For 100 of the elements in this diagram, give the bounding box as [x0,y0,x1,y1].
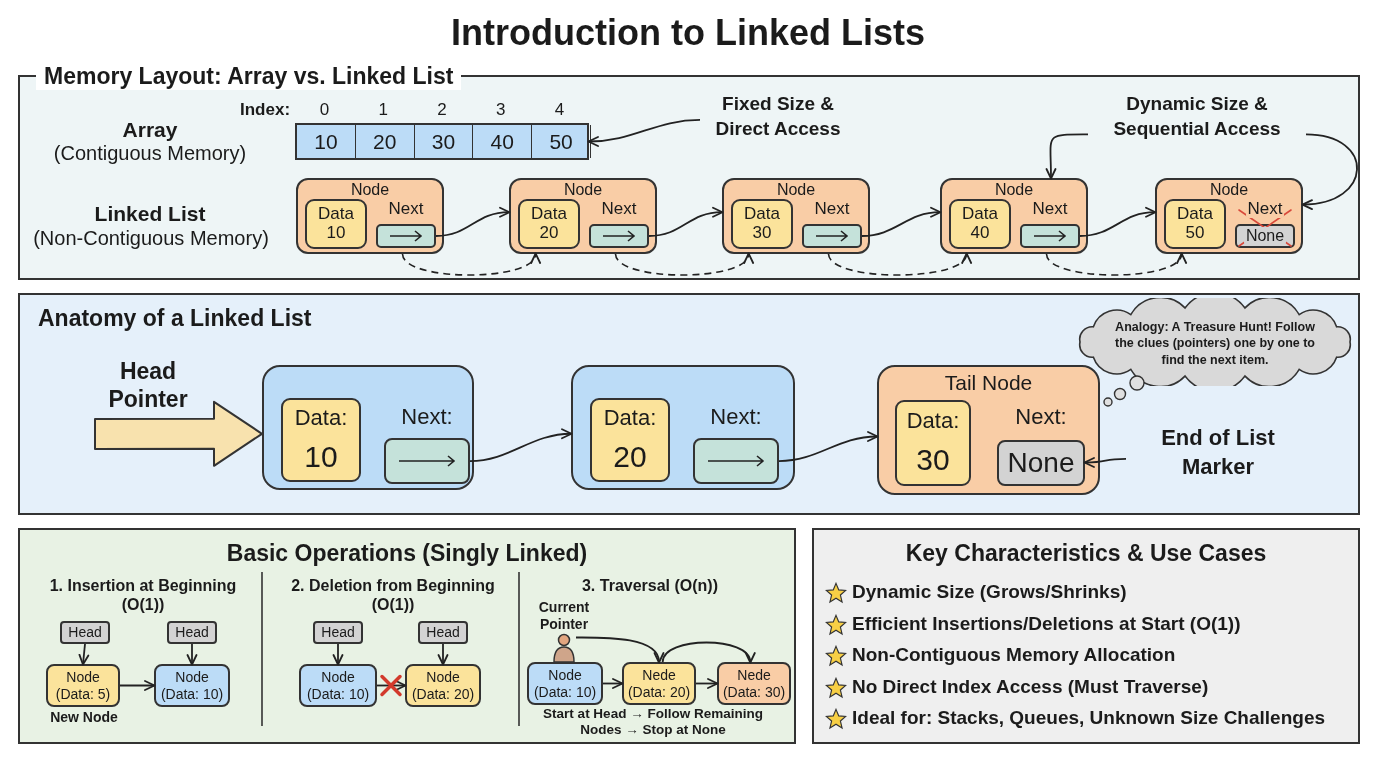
array-cell: 50 [532,125,591,158]
field-label: Next: [1014,403,1068,431]
field-value: 10 [326,224,346,243]
node-box [1155,178,1303,254]
arrow [1301,133,1358,210]
dashed-arrow [614,252,751,276]
annotation-text: End of List Marker [1126,424,1310,482]
data-box [281,398,361,482]
arrow [332,643,344,666]
node-label: Node [548,667,582,684]
node-label: Node [321,669,355,686]
feature-item: Efficient Insertions/Deletions at Start (O(1)) [852,612,1242,636]
block-arrow [94,400,263,467]
node-heading: Node [775,181,817,199]
node-box [717,662,791,705]
section-heading: 2. Deletion from Beginning (O(1)) [290,576,496,615]
field-value: None [1007,447,1075,479]
arrow [376,680,407,691]
node-data: (Data: 10) [160,685,224,702]
node-label: Node [66,669,100,686]
node-box: Head [167,621,217,644]
node-heading: Node [562,181,604,199]
diagram-title: Introduction to Linked Lists [450,12,926,54]
annotation-text: Fixed Size & Direct Access [700,88,856,146]
data-box [305,199,367,249]
index-number: 3 [495,100,507,121]
row-heading: Linked List [93,201,207,227]
data-box [949,199,1011,249]
feature-item: Dynamic Size (Grows/Shrinks) [852,581,1128,604]
index-number: 1 [377,100,389,121]
arrow [778,431,879,462]
node-box: Head [313,621,363,644]
edge-label: Head Pointer [107,358,189,414]
arrow [1045,133,1089,180]
node-label: Nede [642,667,676,684]
panel-heading: Key Characteristics & Use Cases [904,540,1268,567]
node-label: Node [426,669,460,686]
node-box [571,365,795,490]
node-heading: Node [993,181,1035,199]
node-data: (Data: 20) [411,685,475,702]
array-cell: 10 [297,125,356,158]
node-box [295,123,589,160]
node-box [722,178,870,254]
field-value: 10 [304,439,338,475]
arrow [661,641,753,664]
node-label: Nede [737,667,771,684]
node-box [296,178,444,254]
array-cell: 20 [355,125,415,158]
data-box [518,199,580,249]
field-label: Next: [709,403,763,431]
array-cell: 30 [414,125,474,158]
field-label: Data [318,205,354,224]
index-label: Index: [240,100,292,121]
arrow [1079,207,1157,237]
node-box: Head [60,621,110,644]
node-label: Node [175,669,209,686]
field-value: 30 [916,442,950,478]
cloud-text: Analogy: A Treasure Hunt! Follow the clues (pointers) one by one to find the next item. [1114,319,1316,368]
field-label: Data [962,205,998,224]
arrow [1083,456,1127,468]
field-value: 20 [613,439,647,475]
row-heading: Array [121,117,179,143]
data-box [895,400,971,486]
footnote: Start at Head → Follow Remaining Nodes → Stop at None [542,706,764,739]
field-value: 20 [539,224,559,243]
field-label: Next [1245,200,1285,218]
arrow [648,207,724,237]
array-cell: 40 [473,125,533,158]
field-label: Data: [294,404,348,432]
data-box [1164,199,1226,249]
node-caption: Current Pointer [537,599,591,633]
node-box [262,365,474,490]
node-data: (Data: 30) [722,683,786,700]
section-heading: 1. Insertion at Beginning (O(1)) [48,576,238,615]
panel-heading: Basic Operations (Singly Linked) [225,540,589,567]
field-value: None [1243,227,1287,245]
row-subheading: (Non-Contiguous Memory) [32,226,270,250]
node-box [509,178,657,254]
section-heading: 3. Traversal (O(n)) [580,576,719,596]
node-data: (Data: 10) [306,685,370,702]
feature-item: Ideal for: Stacks, Queues, Unknown Size Challenges [852,707,1326,730]
node-caption: New Node [49,709,119,726]
field-label: Next [387,198,425,220]
row-subheading: (Contiguous Memory) [52,141,248,165]
arrow [435,207,511,237]
arrow [602,678,624,689]
data-box [590,398,670,482]
field-value: 30 [752,224,772,243]
field-value: 40 [970,224,990,243]
annotation-text: Dynamic Size & Sequential Access [1088,88,1306,146]
node-heading: Tail Node [943,371,1034,395]
field-label: Next: [400,403,454,431]
node-box [299,664,377,707]
field-label: Next [600,198,638,220]
arrow [437,643,449,666]
index-number: 4 [553,100,566,121]
feature-item: Non-Contiguous Memory Allocation [852,644,1177,667]
arrow [469,428,573,462]
field-label: Next [1031,198,1069,220]
arrow [78,643,90,666]
